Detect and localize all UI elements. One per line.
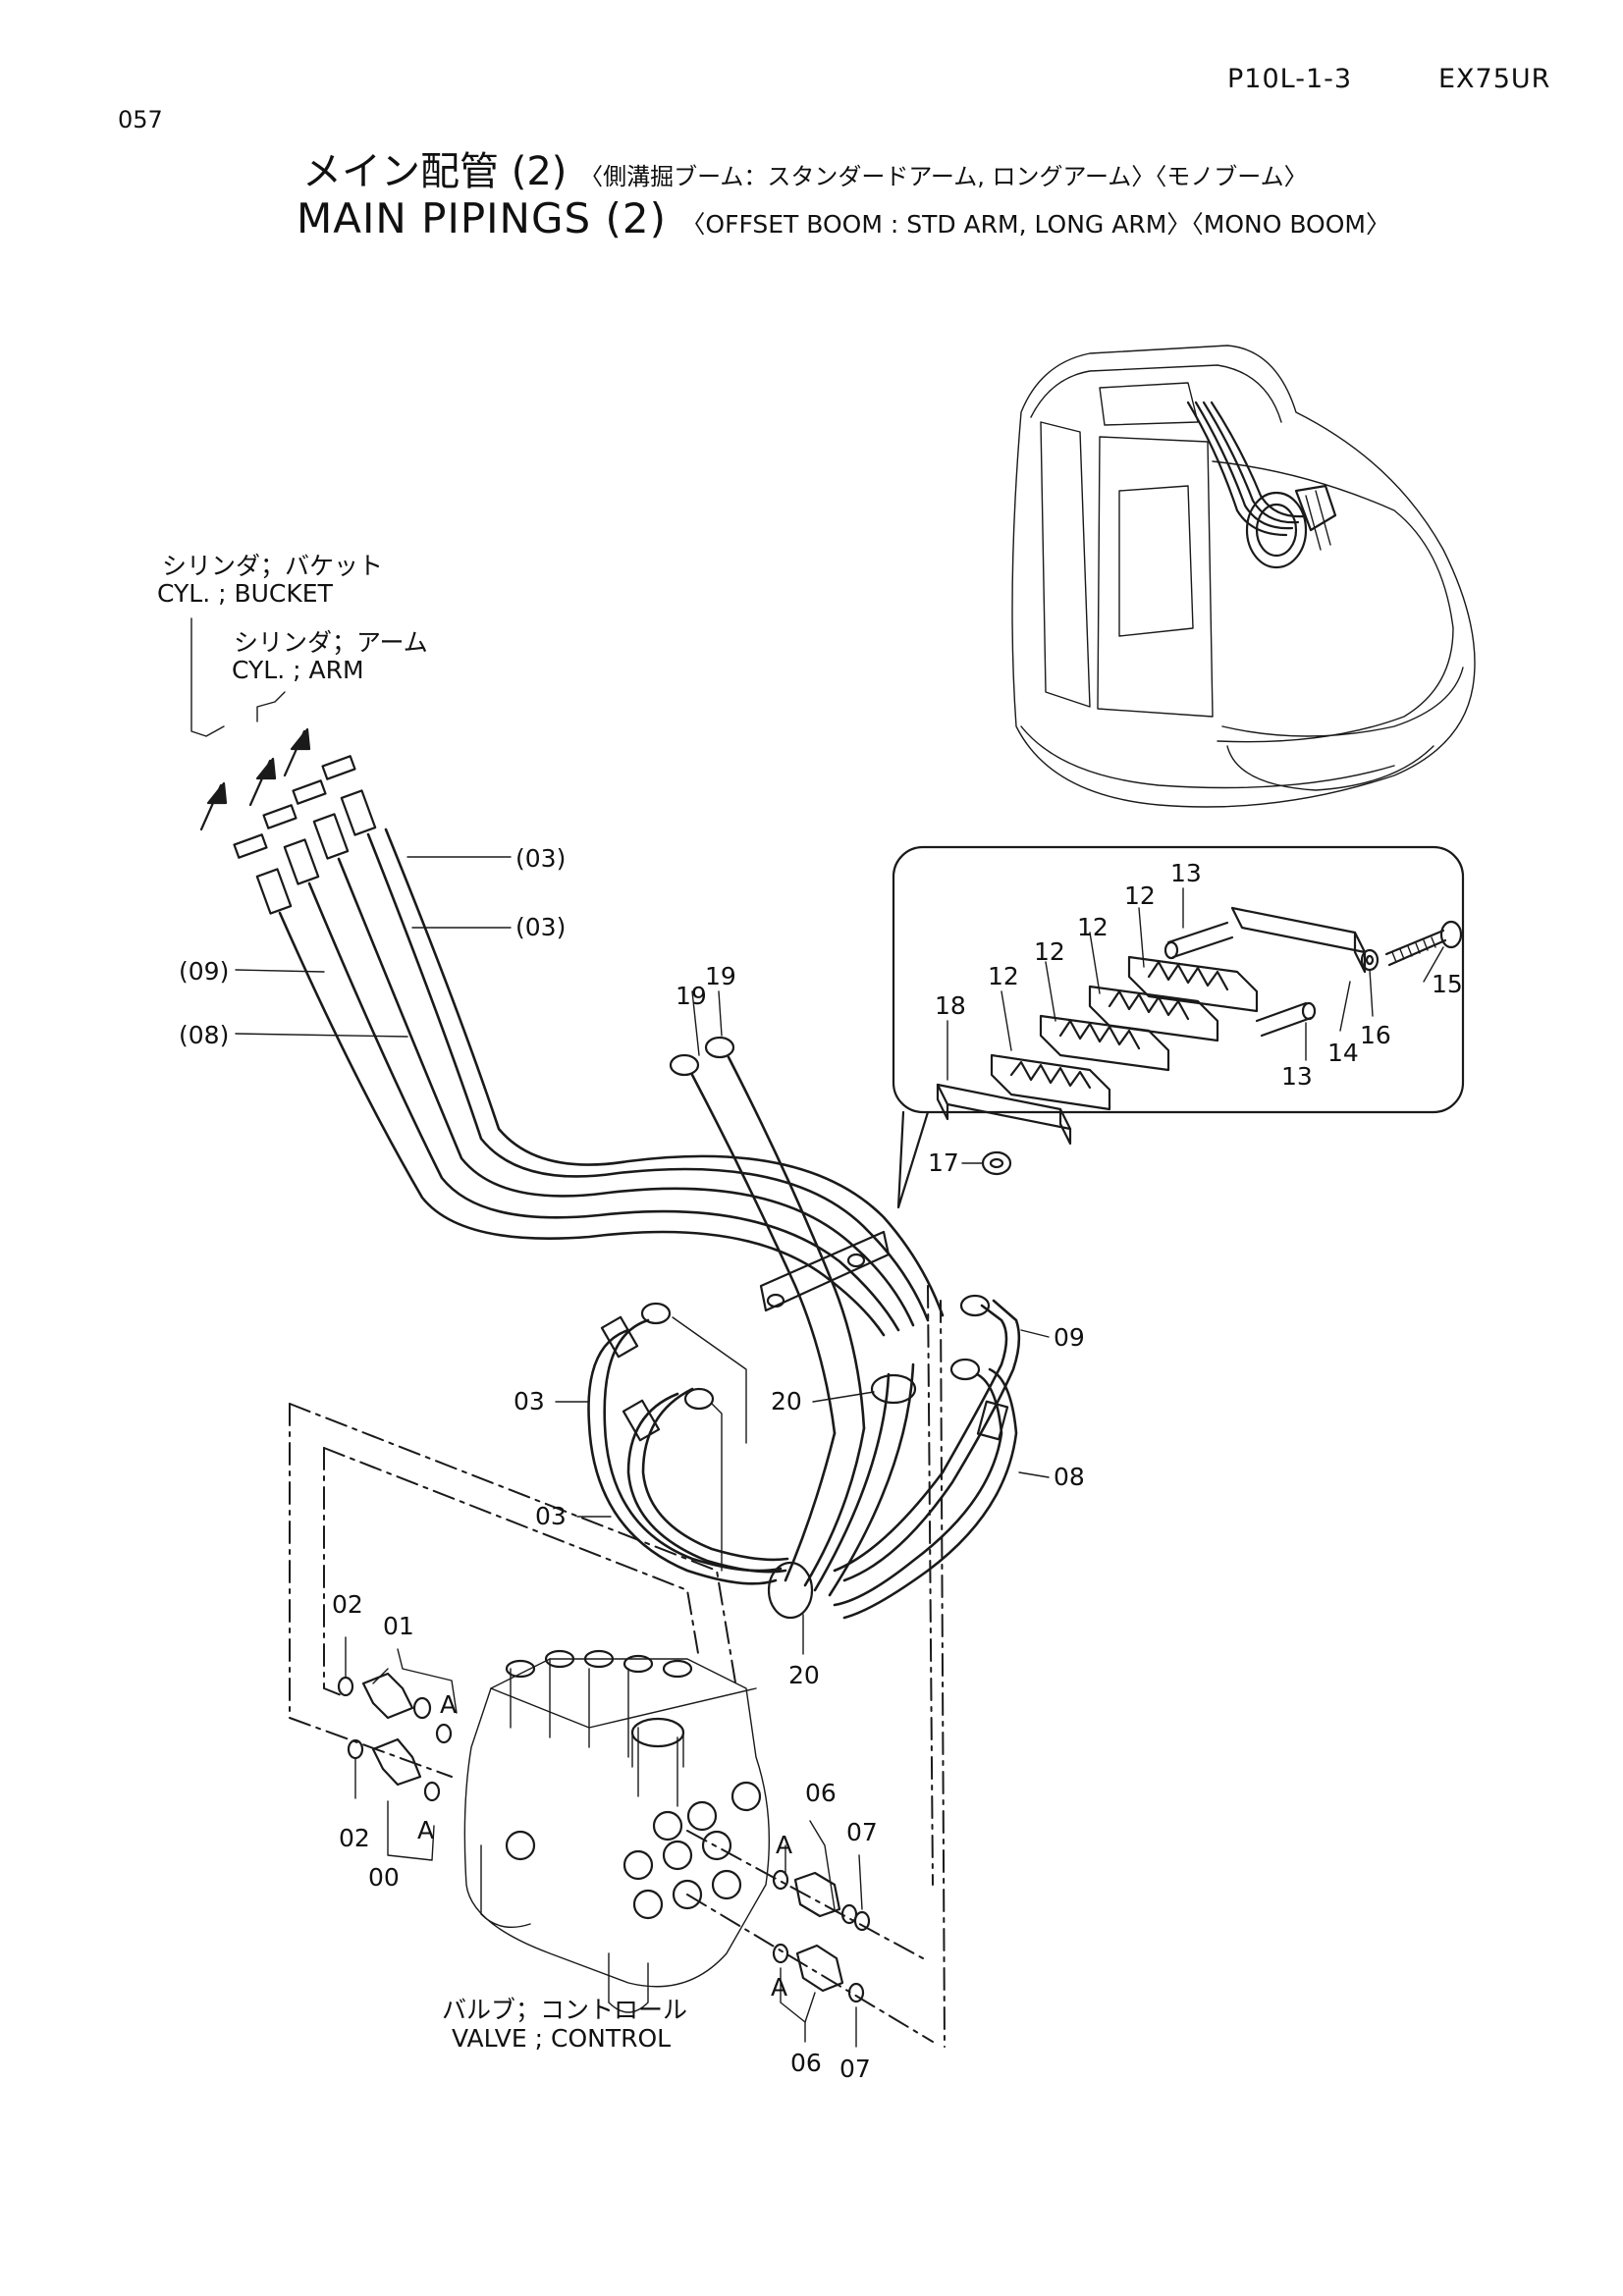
title-japanese-sub: 〈側溝掘ブーム：スタンダードアーム, ロングアーム〉〈モノブーム〉 [579, 163, 1308, 190]
callout-06a: 06 [805, 1779, 837, 1807]
callout-20a: 20 [771, 1387, 802, 1415]
inset-callout-12c: 12 [1034, 937, 1065, 966]
control-valve-illustration [337, 1636, 871, 2048]
callout-02a: 02 [332, 1590, 363, 1619]
title-japanese: メイン配管 (2) 〈側溝掘ブーム：スタンダードアーム, ロングアーム〉〈モノブ… [302, 139, 1308, 196]
inset-callout-12b: 12 [1077, 913, 1109, 941]
page-number: 057 [118, 106, 163, 133]
model-code: EX75UR [1438, 64, 1551, 94]
inset-callout-13a: 13 [1170, 859, 1202, 887]
inset-callout-12d: 12 [988, 962, 1019, 990]
callout-01: 01 [383, 1612, 414, 1640]
callout-03d: 03 [535, 1502, 567, 1530]
callout-02b: 02 [339, 1824, 370, 1852]
inset-callout-16: 16 [1360, 1021, 1391, 1049]
cylinder-hoses [190, 617, 945, 1337]
inset-callout-14: 14 [1327, 1039, 1359, 1067]
phantom-lines [289, 1285, 946, 2048]
callout-08b: 08 [1054, 1463, 1085, 1491]
callout-09b: 09 [1054, 1323, 1085, 1352]
callout-03a: (03) [515, 844, 567, 873]
callout-00: 00 [368, 1863, 400, 1892]
callout-03b: (03) [515, 913, 567, 941]
inset-callout-18: 18 [935, 991, 966, 1020]
inset-callout-12a: 12 [1124, 881, 1156, 910]
callout-08: (08) [179, 1021, 230, 1049]
excavator-overview-illustration [1011, 345, 1476, 808]
label-control-valve-jp: バルブ；コントロール [442, 1996, 688, 2024]
title-english-sub: 〈OFFSET BOOM : STD ARM, LONG ARM〉〈MONO B… [680, 210, 1390, 239]
label-arm-cylinder-jp: シリンダ；アーム [234, 628, 428, 657]
label-arm-cylinder-en: CYL. ; ARM [232, 656, 364, 684]
callout-a2: A [417, 1816, 435, 1844]
title-english: MAIN PIPINGS (2) 〈OFFSET BOOM : STD ARM,… [297, 194, 1390, 242]
callout-19b: 19 [705, 962, 736, 990]
label-bucket-cylinder-en: CYL. ; BUCKET [157, 579, 333, 608]
callout-20b: 20 [788, 1661, 820, 1689]
title-english-main: MAIN PIPINGS (2) [297, 194, 668, 242]
callout-a4: A [771, 1973, 788, 2002]
callout-09: (09) [179, 957, 230, 986]
title-japanese-main: メイン配管 (2) [302, 149, 568, 194]
inset-callout-15: 15 [1432, 970, 1463, 998]
callout-a3: A [776, 1831, 793, 1859]
callout-07a: 07 [846, 1818, 878, 1846]
label-control-valve-en: VALVE ; CONTROL [452, 2024, 672, 2053]
callout-06b: 06 [790, 2049, 822, 2077]
callout-03c: 03 [514, 1387, 545, 1415]
inset-callout-13b: 13 [1281, 1062, 1313, 1091]
callout-a1: A [440, 1690, 458, 1719]
label-bucket-cylinder-jp: シリンダ；バケット [162, 552, 384, 580]
callout-07b: 07 [839, 2055, 871, 2083]
callout-19a: 19 [676, 982, 707, 1010]
routing-hoses [555, 990, 1050, 1655]
inset-callout-17: 17 [928, 1148, 959, 1177]
clamp-detail-inset [892, 845, 1465, 1209]
page-code: P10L-1-3 [1227, 64, 1353, 94]
